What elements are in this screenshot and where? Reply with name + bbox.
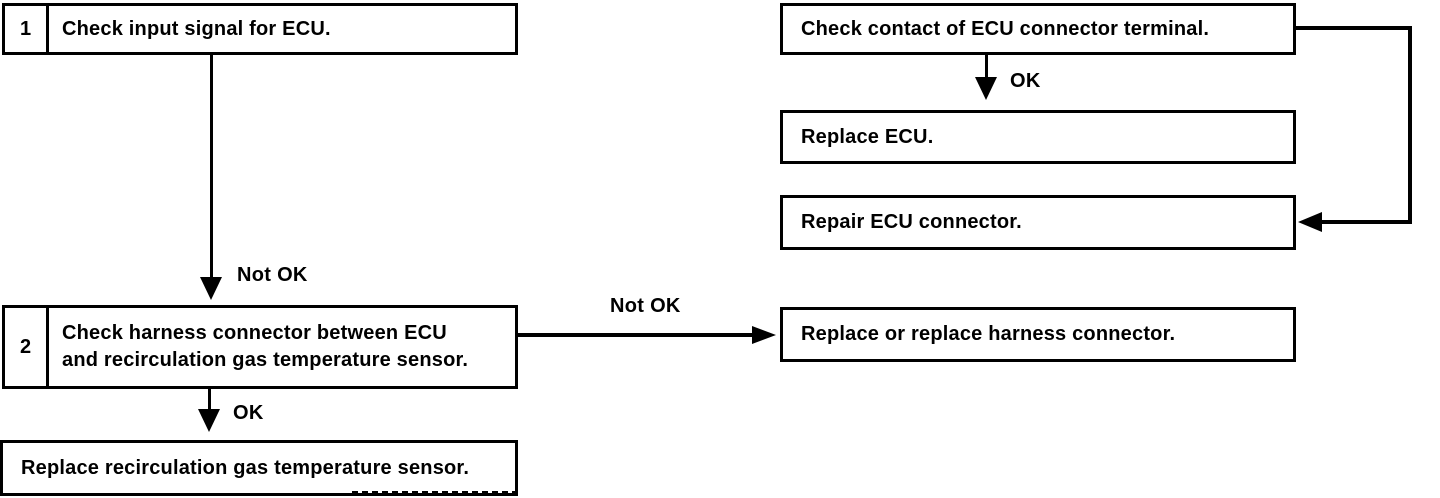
node-step2-number: 2 xyxy=(5,308,49,386)
node-step1-label: Check input signal for ECU. xyxy=(62,17,331,40)
node-step1-number: 1 xyxy=(5,6,49,52)
node-replace-harness: Replace or replace harness connector. xyxy=(780,307,1296,362)
node-replace-harness-label: Replace or replace harness connector. xyxy=(801,323,1176,345)
node-replace-sensor-label: Replace recirculation gas temperature se… xyxy=(21,456,470,479)
node-repair-connector-label: Repair ECU connector. xyxy=(801,211,1022,233)
node-replace-sensor: Replace recirculation gas temperature se… xyxy=(0,440,518,496)
node-step2-label-line1: Check harness connector between ECU xyxy=(62,322,447,344)
connector-line-step2-harness xyxy=(518,333,752,337)
connector-line-step1-step2 xyxy=(210,55,213,279)
node-check-contact-label: Check contact of ECU connector terminal. xyxy=(801,17,1210,40)
node-replace-ecu: Replace ECU. xyxy=(780,110,1296,164)
node-step2: 2 Check harness connector between ECU an… xyxy=(2,305,518,389)
scan-artifact xyxy=(352,491,517,496)
connector-line-feedback-vertical xyxy=(1408,26,1412,224)
node-step2-label-line2: and recirculation gas temperature sensor… xyxy=(62,349,469,371)
arrowhead-left-icon xyxy=(1298,212,1322,232)
connector-line-feedback-top xyxy=(1296,26,1412,30)
node-repair-connector: Repair ECU connector. xyxy=(780,195,1296,250)
connector-line-contact-ecu xyxy=(985,55,988,79)
arrowhead-down-icon xyxy=(975,77,997,100)
node-replace-ecu-label: Replace ECU. xyxy=(801,125,934,148)
node-step2-label: Check harness connector between ECU and … xyxy=(49,308,468,386)
edge-label-step2-sensor: OK xyxy=(233,402,264,424)
edge-label-contact-ecu: OK xyxy=(1010,70,1041,92)
node-step1: 1 Check input signal for ECU. xyxy=(2,3,518,55)
arrowhead-down-icon xyxy=(200,277,222,300)
connector-line-feedback-bottom xyxy=(1322,220,1412,224)
arrowhead-down-icon xyxy=(198,409,220,432)
arrowhead-right-icon xyxy=(752,326,776,344)
connector-line-step2-sensor xyxy=(208,389,211,411)
node-check-contact: Check contact of ECU connector terminal. xyxy=(780,3,1296,55)
edge-label-step1-step2: Not OK xyxy=(237,264,308,286)
edge-label-step2-harness: Not OK xyxy=(610,295,681,317)
